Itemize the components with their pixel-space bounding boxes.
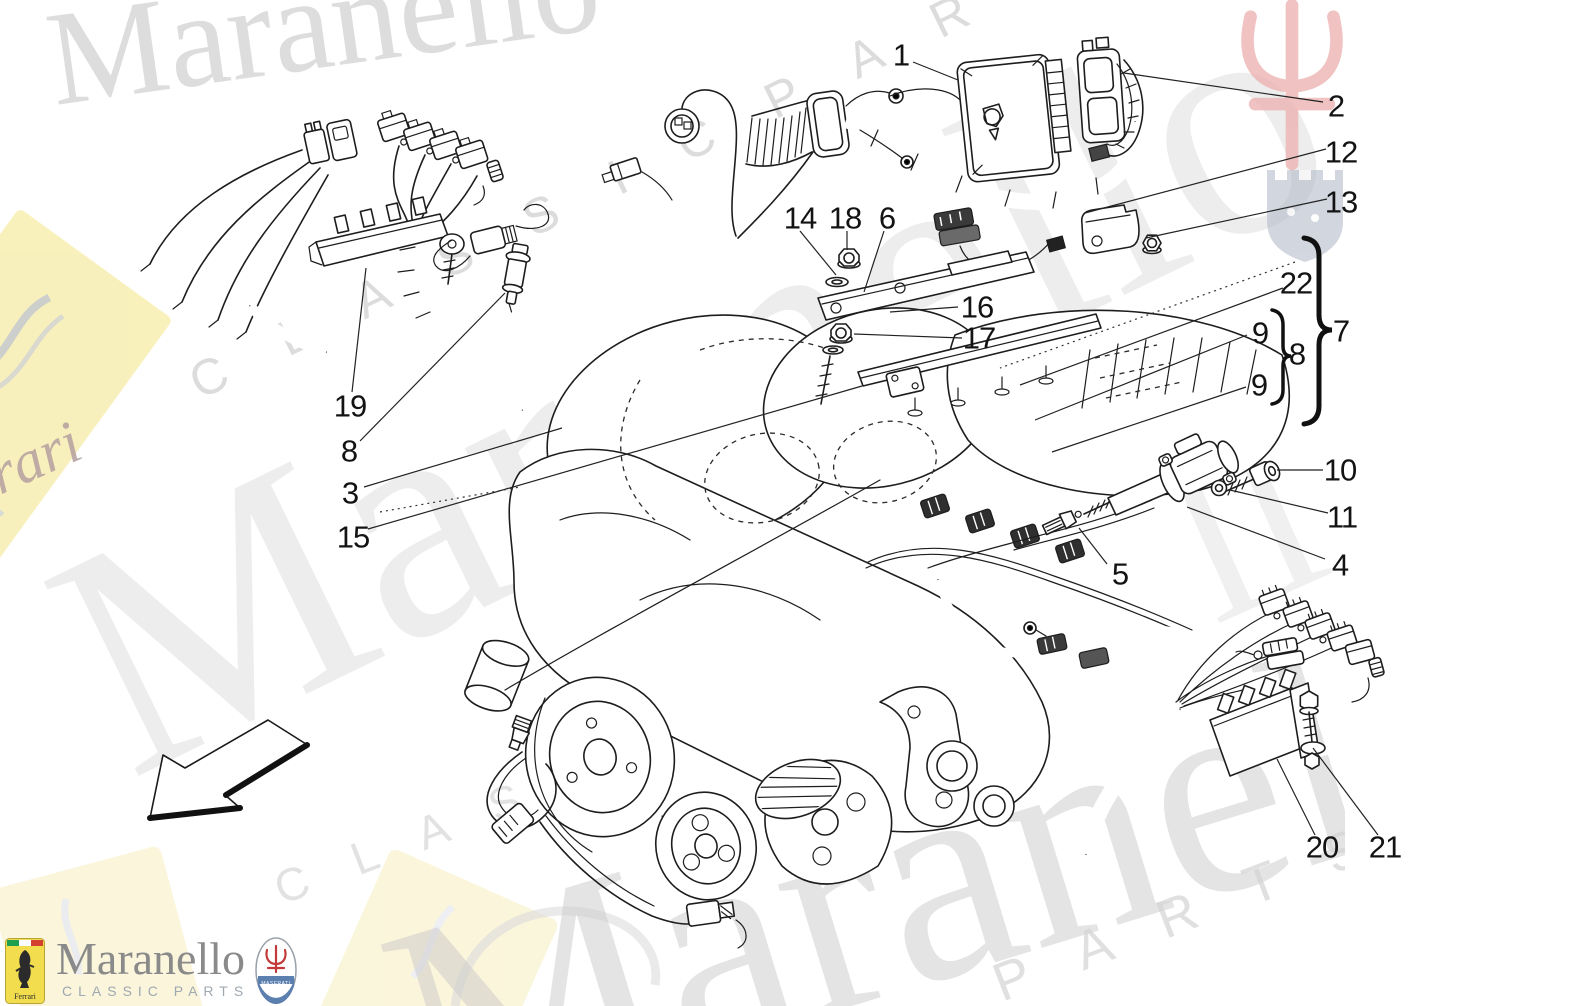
ferrari-shield-watermark	[0, 210, 171, 560]
direction-arrow	[147, 719, 310, 821]
callout-number: 20	[1305, 829, 1339, 865]
trident-watermark	[1241, 0, 1343, 171]
callout-number: 7	[1332, 313, 1350, 349]
callout-number: 18	[828, 200, 862, 236]
callout-number: 4	[1331, 547, 1349, 583]
left-harness-art	[140, 109, 550, 416]
callout-number: 16	[960, 289, 994, 325]
ferrari-badge: Ferrari	[5, 938, 45, 1004]
svg-text:MASERATI: MASERATI	[261, 981, 290, 987]
footer-subtitle: CLASSIC PARTS	[62, 983, 250, 999]
callout-number: 11	[1326, 499, 1358, 535]
callout-number: 15	[336, 519, 370, 555]
callout-number: 10	[1323, 452, 1357, 488]
callout-number: 8	[1288, 336, 1306, 372]
callout-number: 9	[1251, 315, 1269, 351]
callout-number: 21	[1368, 829, 1402, 865]
leader-lines	[147, 61, 1379, 836]
pale-shield-watermark	[0, 846, 215, 1006]
brace-8	[1270, 308, 1292, 406]
right-harness-art	[934, 578, 1395, 856]
brace-7	[1301, 235, 1333, 427]
rail-bracket-art	[815, 248, 1193, 637]
callout-number: 3	[341, 475, 359, 511]
engine-block-art	[464, 307, 1290, 949]
callout-number: 13	[1324, 184, 1358, 220]
callout-number: 9	[1250, 367, 1268, 403]
pale-shield-watermark	[300, 849, 558, 1006]
svg-text:Ferrari: Ferrari	[14, 992, 37, 1001]
callout-number: 5	[1111, 556, 1129, 592]
callout-number: 2	[1327, 88, 1345, 124]
callout-number: 19	[333, 388, 367, 424]
callout-number: 12	[1324, 134, 1358, 170]
callout-number: 22	[1279, 265, 1313, 301]
callout-number: 8	[340, 433, 358, 469]
shield-watermark	[1267, 170, 1343, 262]
throttle-sensor-art	[927, 433, 1281, 569]
callout-number: 1	[892, 37, 910, 73]
callout-number: 14	[783, 200, 817, 236]
maserati-badge: MASERATI	[255, 937, 297, 1004]
callout-number: 17	[962, 320, 996, 356]
swirl-watermark	[450, 906, 661, 1006]
ecu-harness-art	[601, 36, 1162, 270]
footer-brand: Maranello	[56, 933, 246, 984]
callout-number: 6	[878, 200, 896, 236]
